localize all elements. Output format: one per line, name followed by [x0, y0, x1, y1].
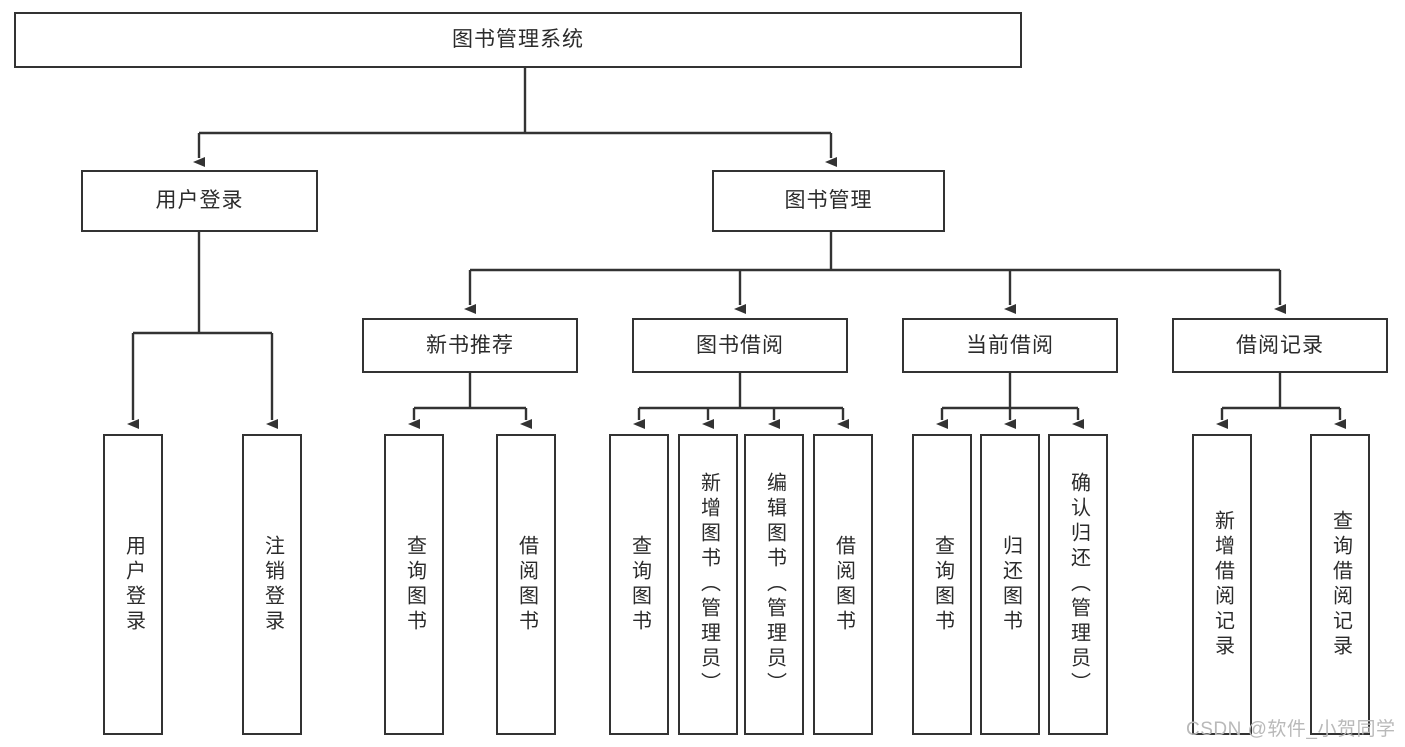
leaf-current-confirm-return-label: 确认归还（管理员）	[1067, 472, 1090, 697]
node-borrow-record-label: 借阅记录	[1236, 333, 1324, 357]
node-user-login[interactable]: 用户登录	[81, 170, 318, 232]
leaf-current-query-book[interactable]: 查询图书	[912, 434, 972, 735]
leaf-current-return-book[interactable]: 归还图书	[980, 434, 1040, 735]
leaf-borrow-add-book[interactable]: 新增图书（管理员）	[678, 434, 738, 735]
leaf-user-login[interactable]: 用户登录	[103, 434, 163, 735]
node-current-borrow-label: 当前借阅	[966, 333, 1054, 357]
leaf-record-search[interactable]: 查询借阅记录	[1310, 434, 1370, 735]
node-root-label: 图书管理系统	[452, 28, 584, 52]
leaf-record-add[interactable]: 新增借阅记录	[1192, 434, 1252, 735]
node-new-book-recommend[interactable]: 新书推荐	[362, 318, 578, 373]
leaf-current-query-book-label: 查询图书	[931, 534, 954, 635]
node-book-manage[interactable]: 图书管理	[712, 170, 945, 232]
leaf-borrow-borrow-book[interactable]: 借阅图书	[813, 434, 873, 735]
leaf-record-search-label: 查询借阅记录	[1329, 509, 1352, 660]
leaf-borrow-edit-book[interactable]: 编辑图书（管理员）	[744, 434, 804, 735]
leaf-logout-label: 注销登录	[261, 534, 284, 635]
node-book-borrow[interactable]: 图书借阅	[632, 318, 848, 373]
node-borrow-record[interactable]: 借阅记录	[1172, 318, 1388, 373]
node-user-login-label: 用户登录	[155, 189, 244, 213]
leaf-borrow-query-book-label: 查询图书	[628, 534, 651, 635]
leaf-current-confirm-return[interactable]: 确认归还（管理员）	[1048, 434, 1108, 735]
leaf-recommend-query-book[interactable]: 查询图书	[384, 434, 444, 735]
node-book-manage-label: 图书管理	[784, 189, 873, 213]
leaf-logout[interactable]: 注销登录	[242, 434, 302, 735]
leaf-recommend-query-book-label: 查询图书	[403, 534, 426, 635]
leaf-borrow-edit-book-label: 编辑图书（管理员）	[763, 472, 786, 697]
node-new-book-recommend-label: 新书推荐	[426, 333, 514, 357]
csdn-watermark: CSDN @软件_小贺同学	[1186, 719, 1396, 740]
leaf-borrow-borrow-book-label: 借阅图书	[832, 534, 855, 635]
node-book-borrow-label: 图书借阅	[696, 333, 784, 357]
node-current-borrow[interactable]: 当前借阅	[902, 318, 1118, 373]
node-root[interactable]: 图书管理系统	[14, 12, 1022, 68]
leaf-current-return-book-label: 归还图书	[999, 534, 1022, 635]
leaf-borrow-add-book-label: 新增图书（管理员）	[697, 472, 720, 697]
leaf-user-login-label: 用户登录	[122, 534, 145, 635]
leaf-recommend-borrow-book[interactable]: 借阅图书	[496, 434, 556, 735]
leaf-recommend-borrow-book-label: 借阅图书	[515, 534, 538, 635]
leaf-record-add-label: 新增借阅记录	[1211, 509, 1234, 660]
leaf-borrow-query-book[interactable]: 查询图书	[609, 434, 669, 735]
